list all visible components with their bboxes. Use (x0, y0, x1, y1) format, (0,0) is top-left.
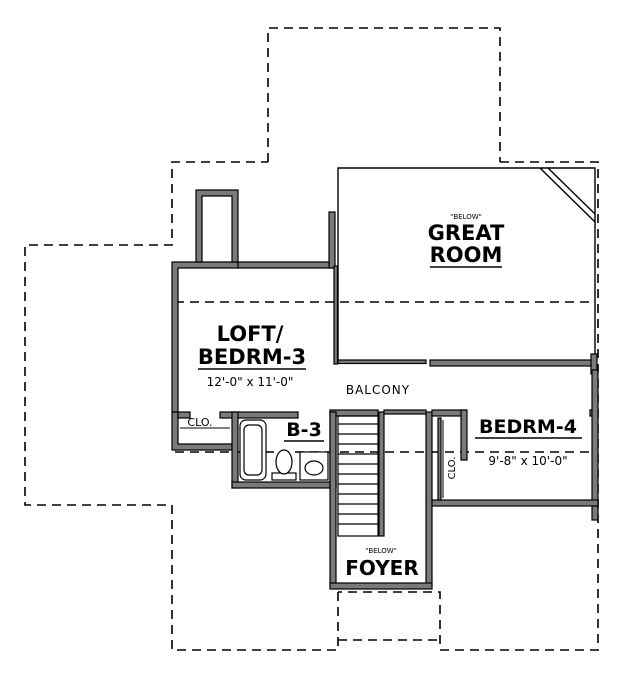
great-room-label-line1: GREAT (428, 221, 505, 245)
closet-shelves (180, 420, 444, 498)
stair-rail (378, 411, 385, 537)
wall-chimney (195, 189, 239, 263)
wall-stair-rail-top (383, 409, 427, 415)
outline-top-bump (267, 27, 501, 162)
foyer-note: "BELOW" (365, 547, 397, 555)
walls (171, 189, 599, 590)
closet-loft-label: CLO. (187, 416, 212, 429)
great-room-note: "BELOW" (450, 213, 482, 221)
balcony-rail-vertical (333, 265, 339, 365)
stairs (337, 415, 379, 537)
closet-bed4-label: CLO. (447, 457, 458, 480)
loft-label-line2: BEDRM-3 (198, 345, 306, 369)
wall-loft-top (237, 261, 335, 269)
wall-closet-bed4-inner (437, 417, 442, 501)
bedrm4-label: BEDRM-4 (479, 416, 577, 438)
wall-foyer-bottom (329, 582, 433, 590)
outline-bottom (24, 161, 339, 651)
bath-fixtures (239, 419, 329, 481)
wall-great-bottom (429, 359, 597, 367)
wall-closet-top (177, 411, 191, 419)
balcony-rail-horizontal (337, 359, 427, 365)
great-room-label-line2: ROOM (430, 243, 503, 267)
sink (304, 460, 324, 476)
bedrm4-dimensions: 9'-8" x 10'-0" (488, 454, 567, 468)
wall-bath-top (219, 411, 299, 419)
wall-foyer-right (425, 411, 433, 587)
great-room-corner-line-2 (547, 167, 596, 215)
loft-dimensions: 12'-0" x 11'-0" (207, 375, 294, 389)
wall-bed4-right (591, 369, 599, 521)
wall-closet-bed4 (460, 409, 468, 461)
wall-bath-bottom (231, 481, 337, 489)
balcony-label: BALCONY (346, 383, 410, 397)
outline-right (338, 161, 599, 651)
wall-stair-top (329, 409, 379, 417)
wall-loft-right-stub (328, 211, 336, 269)
bath-label: B-3 (286, 419, 322, 441)
toilet-bowl (275, 449, 293, 475)
great-room-outline (337, 167, 596, 362)
great-room-corner-line-1 (539, 167, 596, 223)
wall-bath-left (231, 411, 239, 489)
foyer-label: FOYER (345, 556, 419, 580)
wall-bed4-bottom (431, 499, 599, 507)
loft-label-line1: LOFT/ (217, 322, 284, 346)
lower-floor-outline (24, 27, 599, 651)
wall-foyer-left (329, 411, 337, 587)
bathtub-inner (243, 424, 263, 476)
